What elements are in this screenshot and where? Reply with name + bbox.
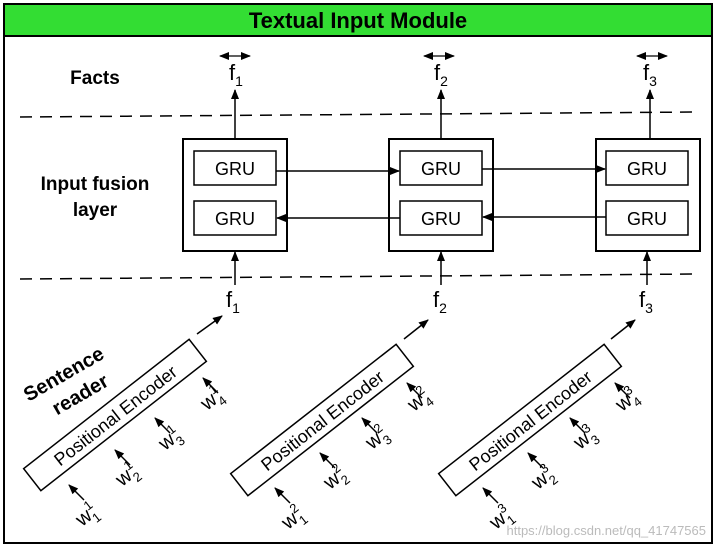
- gru-backward-2: [399, 200, 483, 236]
- gru-backward-3-label: GRU: [627, 209, 667, 229]
- gru-forward-3: [605, 150, 689, 186]
- encoder-out-arrow-3: [610, 319, 636, 340]
- fact-symbol: f: [229, 60, 236, 85]
- word-arrow: [114, 449, 131, 466]
- word-arrow: [202, 377, 219, 394]
- svg-text:f1: f1: [229, 60, 243, 89]
- separator-bottom: [19, 273, 699, 280]
- fact-index: 1: [235, 73, 243, 89]
- gru-forward-3-label: GRU: [627, 159, 667, 179]
- watermark: https://blog.csdn.net/qq_41747565: [507, 523, 707, 538]
- fact-symbol: f: [433, 287, 440, 312]
- svg-text:f2: f2: [434, 60, 448, 89]
- encoded-fact-3: f3: [639, 287, 653, 316]
- word-arrows: [68, 377, 631, 504]
- encoded-fact-1: f1: [226, 287, 240, 316]
- word-arrow: [319, 452, 336, 469]
- gru-block-2: GRU GRU: [388, 138, 494, 252]
- encoder-out-arrow-2: [403, 319, 429, 340]
- input-fusion-label-line2: layer: [73, 200, 118, 221]
- separator-top: [19, 111, 699, 118]
- module-title: Textual Input Module: [249, 8, 467, 33]
- gru-backward-1-label: GRU: [215, 209, 255, 229]
- gru-block-1: GRU GRU: [182, 138, 288, 252]
- word-arrow: [614, 382, 631, 399]
- fact-output-1: f1: [219, 52, 251, 89]
- word-arrow: [406, 382, 423, 399]
- fact-symbol: f: [639, 287, 646, 312]
- gru-forward-1-label: GRU: [215, 159, 255, 179]
- svg-text:f3: f3: [643, 60, 657, 89]
- fact-symbol: f: [226, 287, 233, 312]
- fact-index: 2: [439, 300, 447, 316]
- fact-output-2: f2: [423, 52, 455, 89]
- input-fusion-label: Input fusion: [41, 174, 150, 195]
- gru-backward-2-label: GRU: [421, 209, 461, 229]
- word-arrow: [68, 484, 85, 501]
- fact-output-3: f3: [636, 52, 668, 89]
- fact-index: 1: [232, 300, 240, 316]
- gru-forward-1: [193, 150, 277, 186]
- word-arrow: [569, 417, 586, 434]
- facts-label: Facts: [70, 68, 120, 89]
- fact-index: 2: [440, 73, 448, 89]
- gru-forward-2: [399, 150, 483, 186]
- title-bar: [3, 3, 713, 37]
- word-arrow: [361, 417, 378, 434]
- encoder-out-arrow-1: [196, 315, 223, 335]
- word-arrow: [527, 452, 544, 469]
- fact-symbol: f: [643, 60, 650, 85]
- word-arrow: [482, 487, 499, 504]
- fact-symbol: f: [434, 60, 441, 85]
- word-arrow: [274, 487, 291, 504]
- fact-index: 3: [649, 73, 657, 89]
- gru-block-3: GRU GRU: [595, 138, 701, 252]
- gru-forward-2-label: GRU: [421, 159, 461, 179]
- encoded-fact-2: f2: [433, 287, 447, 316]
- word-arrow: [154, 417, 171, 434]
- gru-backward-3: [605, 200, 689, 236]
- fact-index: 3: [645, 300, 653, 316]
